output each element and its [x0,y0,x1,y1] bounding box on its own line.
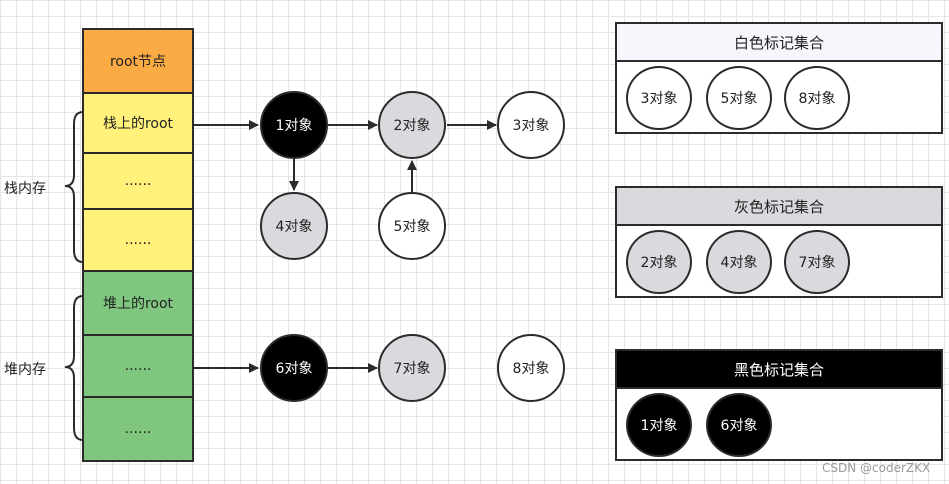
heap-ellipsis-cell-2: ...... [82,396,194,462]
object-node-2: 2对象 [378,91,446,159]
object-node-3: 3对象 [497,91,565,159]
heap-ellipsis-label-1: ...... [124,358,152,374]
stack-root-cell: 栈上的root [82,92,194,154]
stack-memory-label: 栈内存 [4,181,46,197]
white-set-item-3: 8对象 [784,66,850,130]
stack-ellipsis-label-2: ...... [124,232,152,248]
object-node-5: 5对象 [378,192,446,260]
heap-root-cell: 堆上的root [82,270,194,336]
black-set-title: 黑色标记集合 [617,351,941,389]
heap-ellipsis-cell-1: ...... [82,334,194,398]
heap-brace [64,295,84,441]
black-set-item-2: 6对象 [706,393,772,457]
gray-set-item-1: 2对象 [626,230,692,294]
white-set-item-2: 5对象 [706,66,772,130]
object-node-5-label: 5对象 [393,219,431,235]
stack-ellipsis-cell-1: ...... [82,152,194,210]
gray-set-item-1-label: 2对象 [640,255,678,271]
gray-set-box: 灰色标记集合 2对象 4对象 7对象 [615,186,943,298]
gray-set-item-3-label: 7对象 [798,255,836,271]
gray-set-item-2: 4对象 [706,230,772,294]
watermark: CSDN @coderZKX [822,461,931,475]
black-set-item-1: 1对象 [626,393,692,457]
gray-set-item-2-label: 4对象 [720,255,758,271]
white-set-item-1-label: 3对象 [640,91,678,107]
white-set-item-3-label: 8对象 [798,91,836,107]
white-set-item-1: 3对象 [626,66,692,130]
white-set-title: 白色标记集合 [617,24,941,62]
white-set-box: 白色标记集合 3对象 5对象 8对象 [615,22,943,134]
stack-ellipsis-cell-2: ...... [82,208,194,272]
heap-ellipsis-label-2: ...... [124,421,152,437]
gray-set-item-3: 7对象 [784,230,850,294]
object-node-2-label: 2对象 [393,118,431,134]
root-node-cell: root节点 [82,28,194,94]
black-set-item-1-label: 1对象 [640,418,678,434]
gray-set-title-text: 灰色标记集合 [733,197,824,216]
black-set-box: 黑色标记集合 1对象 6对象 [615,349,943,461]
stack-root-label: 栈上的root [102,116,174,132]
root-node-label: root节点 [109,54,167,70]
heap-root-label: 堆上的root [102,296,174,312]
stack-brace [64,111,84,263]
heap-memory-label: 堆内存 [4,362,46,378]
object-node-4-label: 4对象 [275,219,313,235]
memory-column: root节点 栈上的root ...... ...... 堆上的root ...… [82,28,194,462]
object-node-6-label: 6对象 [275,361,313,377]
object-node-3-label: 3对象 [512,118,550,134]
object-node-6: 6对象 [260,334,328,402]
object-node-7: 7对象 [378,334,446,402]
object-node-4: 4对象 [260,192,328,260]
gray-set-title: 灰色标记集合 [617,188,941,226]
stack-ellipsis-label-1: ...... [124,173,152,189]
black-set-item-2-label: 6对象 [720,418,758,434]
object-node-1: 1对象 [260,91,328,159]
object-node-8: 8对象 [497,334,565,402]
object-node-7-label: 7对象 [393,361,431,377]
object-node-1-label: 1对象 [275,118,313,134]
black-set-title-text: 黑色标记集合 [733,360,824,379]
white-set-item-2-label: 5对象 [720,91,758,107]
white-set-title-text: 白色标记集合 [733,33,824,52]
object-node-8-label: 8对象 [512,361,550,377]
